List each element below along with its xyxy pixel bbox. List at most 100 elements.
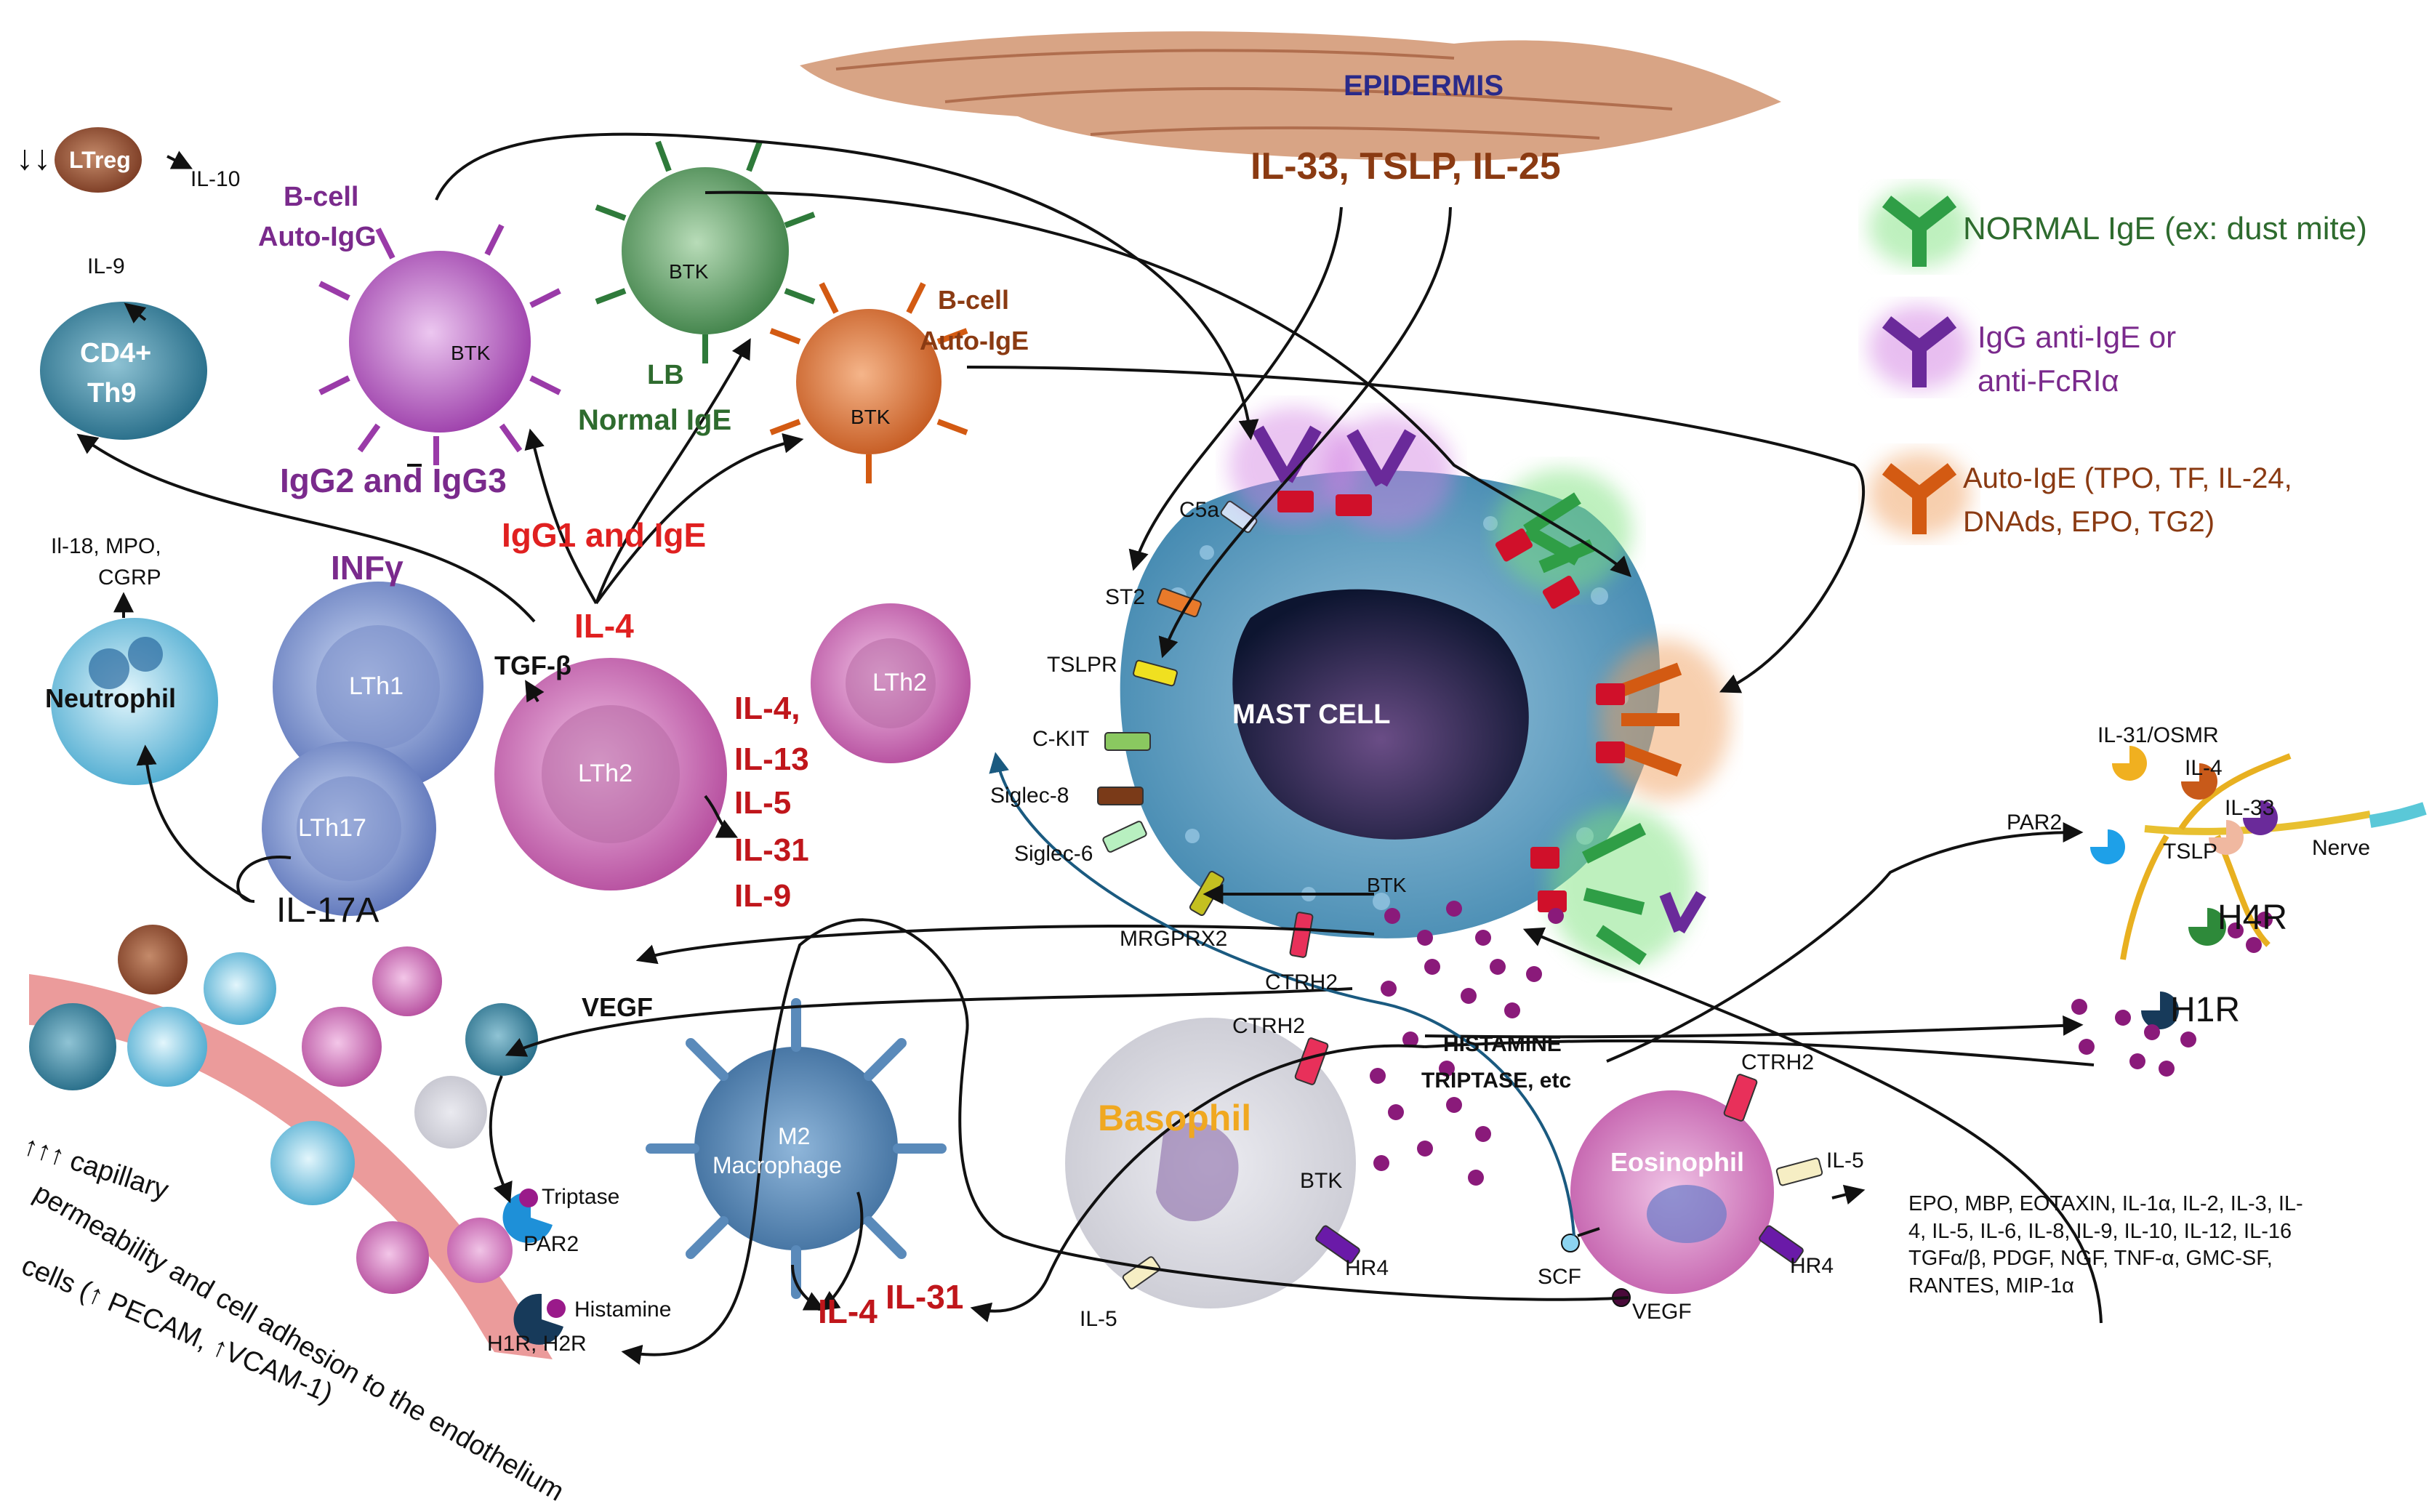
blood-vessel [29,925,553,1359]
eos-scf: SCF [1538,1265,1581,1289]
lth2-cytokine-il13: IL-13 [734,741,809,777]
lb-label-1: LB [647,360,684,390]
bcell-autoigg-btk: BTK [451,342,491,364]
lth2-cell [494,658,727,890]
vessel-histamine: Histamine [574,1298,672,1322]
ltreg-down-arrows: ↓↓ [16,139,51,177]
lth1-label: LTh1 [349,672,404,700]
legend-igg-label-2: anti-FcRIα [1978,363,2119,398]
il9-top-label: IL-9 [87,254,125,278]
nerve-label: Nerve [2312,836,2371,860]
histamine-granules [1370,901,1564,1186]
nerve-h4r: H4R [2217,898,2288,937]
triptase-label: TRIPTASE, etc [1421,1069,1572,1093]
nerve-histamine-granules [2071,912,2273,1077]
legend-normal-ige-label: NORMAL IgE (ex: dust mite) [1963,211,2367,246]
tgfb-label: TGF-β [494,651,571,680]
bcell-autoige-label-1: B-cell [938,285,1010,315]
epidermis-title: EPIDERMIS [1344,70,1504,102]
receptor-st2: ST2 [1105,585,1146,609]
legend-auto-ige-icon [1868,452,1970,536]
vessel-par2: PAR2 [523,1232,579,1256]
bcell-autoigg-label-1: B-cell [284,182,359,212]
nerve-receptors [2090,746,2278,1029]
ltreg-label: LTreg [69,147,131,173]
igg2-igg3-label: IgG2 and IgG3 [280,462,507,499]
ltreg-cell [55,127,142,193]
vessel-receptors [502,1189,566,1345]
eos-hr4: HR4 [1790,1254,1834,1278]
vessel-h1r-h2r: H1R, H2R [487,1332,587,1356]
lth2-cytokine-il9: IL-9 [734,878,792,914]
receptor-ctrh2: CTRH2 [1265,970,1338,994]
basophil-btk: BTK [1300,1169,1343,1193]
basophil-label: Basophil [1098,1098,1252,1138]
m2-label-1: M2 [778,1123,811,1149]
infg-label: INFγ [331,549,404,587]
neutrophil-cell [51,618,218,785]
lth2-cytokine-il31: IL-31 [734,832,809,868]
nerve-il31-osmr: IL-31/OSMR [2097,723,2219,747]
mast-cell-label: MAST CELL [1232,699,1391,730]
receptor-siglec8: Siglec-8 [990,784,1069,808]
lb-label-2: Normal IgE [578,404,732,436]
m2-macrophage-cell [646,998,947,1299]
scf-ckit-arrow [989,752,1575,1236]
lb-btk: BTK [669,260,709,283]
vessel-il31: IL-31 [886,1278,964,1316]
lth2-label: LTh2 [578,760,633,787]
receptor-siglec6: Siglec-6 [1014,842,1093,866]
vessel-triptase: Triptase [542,1185,620,1209]
nerve-il33: IL-33 [2225,796,2275,820]
basophil-cell [1065,1018,1360,1308]
lth17-cell [262,741,436,916]
legend-igg-label-1: IgG anti-IgE or [1978,320,2177,354]
eos-vegf: VEGF [1632,1300,1692,1324]
il17a-label: IL-17A [276,891,380,930]
cd4-th9-cell [40,302,207,440]
nerve-tslp: TSLP [2163,840,2218,864]
il4-center-label: IL-4 [574,607,634,645]
basophil-hr4: HR4 [1345,1256,1389,1280]
vessel-il4: IL-4 [818,1292,878,1330]
nerve-il4: IL-4 [2185,756,2223,780]
epidermis-cytokines: IL-33, TSLP, IL-25 [1250,145,1561,188]
legend-auto-ige-label-1: Auto-IgE (TPO, TF, IL-24, [1963,462,2292,494]
lth2-cytokine-il4: IL-4, [734,691,800,726]
basophil-il5: IL-5 [1080,1307,1117,1331]
neutrophil-label: Neutrophil [45,683,176,713]
cd4-label-2: Th9 [87,378,137,409]
receptor-tslpr: TSLPR [1047,653,1117,677]
lth2-cytokine-il5: IL-5 [734,785,792,821]
eos-il5: IL-5 [1826,1149,1864,1173]
mast-btk-label: BTK [1367,874,1407,896]
legend-auto-ige-label-2: DNAds, EPO, TG2) [1963,506,2215,538]
bcell-autoigg-label-2: Auto-IgG [258,222,377,252]
bcell-autoigg [318,224,561,465]
nerve-h1r: H1R [2170,991,2241,1029]
il10-label: IL-10 [190,167,241,191]
receptor-ckit: C-KIT [1032,727,1090,751]
receptor-mrgprx2: MRGPRX2 [1120,927,1228,951]
vegf-label: VEGF [582,992,654,1022]
nerve-par2: PAR2 [2007,811,2063,835]
pathway-arrows [76,132,2103,1365]
epidermis-layer [800,31,1781,161]
eos-ctrh2: CTRH2 [1741,1050,1815,1074]
bcell-autoige-label-2: Auto-IgE [920,326,1029,355]
lth17-label: LTh17 [298,814,366,842]
basophil-ctrh2: CTRH2 [1232,1014,1306,1038]
mast-surface-antibodies [1229,407,1730,967]
eosinophil-cell [1561,1074,1823,1307]
receptor-c5a: C5a [1179,498,1220,522]
lth1-cell [273,582,483,792]
eosinophil-label: Eosinophil [1610,1147,1744,1177]
m2-label-2: Macrophage [712,1152,842,1178]
cd4-label-1: CD4+ [80,338,152,369]
legend-igg-anti-ige-icon [1868,305,1970,390]
bcell-autoige [769,282,968,483]
neutrophil-products-1: Il-18, MPO, [51,534,161,558]
lb-normal-ige-cell [595,140,816,363]
neutrophil-products-2: CGRP [98,566,161,590]
